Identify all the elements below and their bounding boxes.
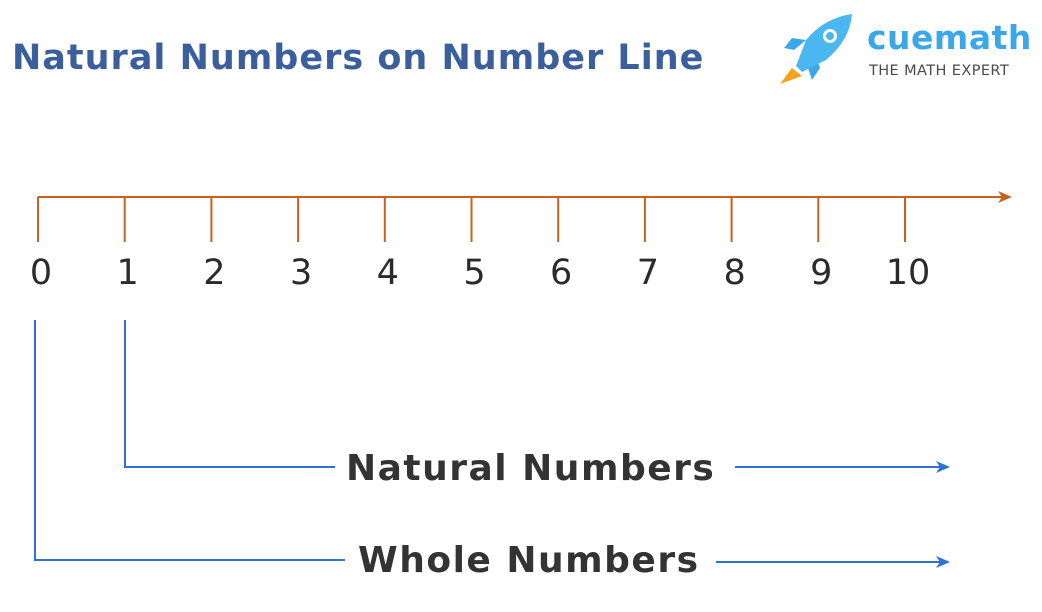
tick-label-2: 2: [203, 253, 225, 293]
tick-label-3: 3: [290, 253, 312, 293]
tick-label-6: 6: [550, 253, 572, 293]
natural-numbers-bracket: [124, 320, 335, 468]
whole-numbers-bracket: [34, 320, 345, 561]
page-title: Natural Numbers on Number Line: [12, 38, 705, 78]
tick-label-7: 7: [637, 253, 659, 293]
natural-numbers-label: Natural Numbers: [346, 448, 715, 489]
tick-label-8: 8: [723, 253, 745, 293]
tick-label-10: 10: [886, 253, 931, 293]
tick-marks: 0 1 2 3 4 5 6 7 8 9 10: [30, 197, 930, 293]
tick-label-5: 5: [463, 253, 485, 293]
brand-name: cuemath: [867, 18, 1032, 57]
cuemath-logo: cuemath THE MATH EXPERT: [778, 10, 1040, 90]
tick-label-0: 0: [30, 253, 52, 293]
tick-label-1: 1: [117, 253, 139, 293]
brand-tagline: THE MATH EXPERT: [869, 63, 1010, 79]
tick-label-9: 9: [810, 253, 832, 293]
rocket-icon: [780, 14, 852, 84]
whole-numbers-label: Whole Numbers: [358, 540, 700, 581]
tick-label-4: 4: [377, 253, 399, 293]
